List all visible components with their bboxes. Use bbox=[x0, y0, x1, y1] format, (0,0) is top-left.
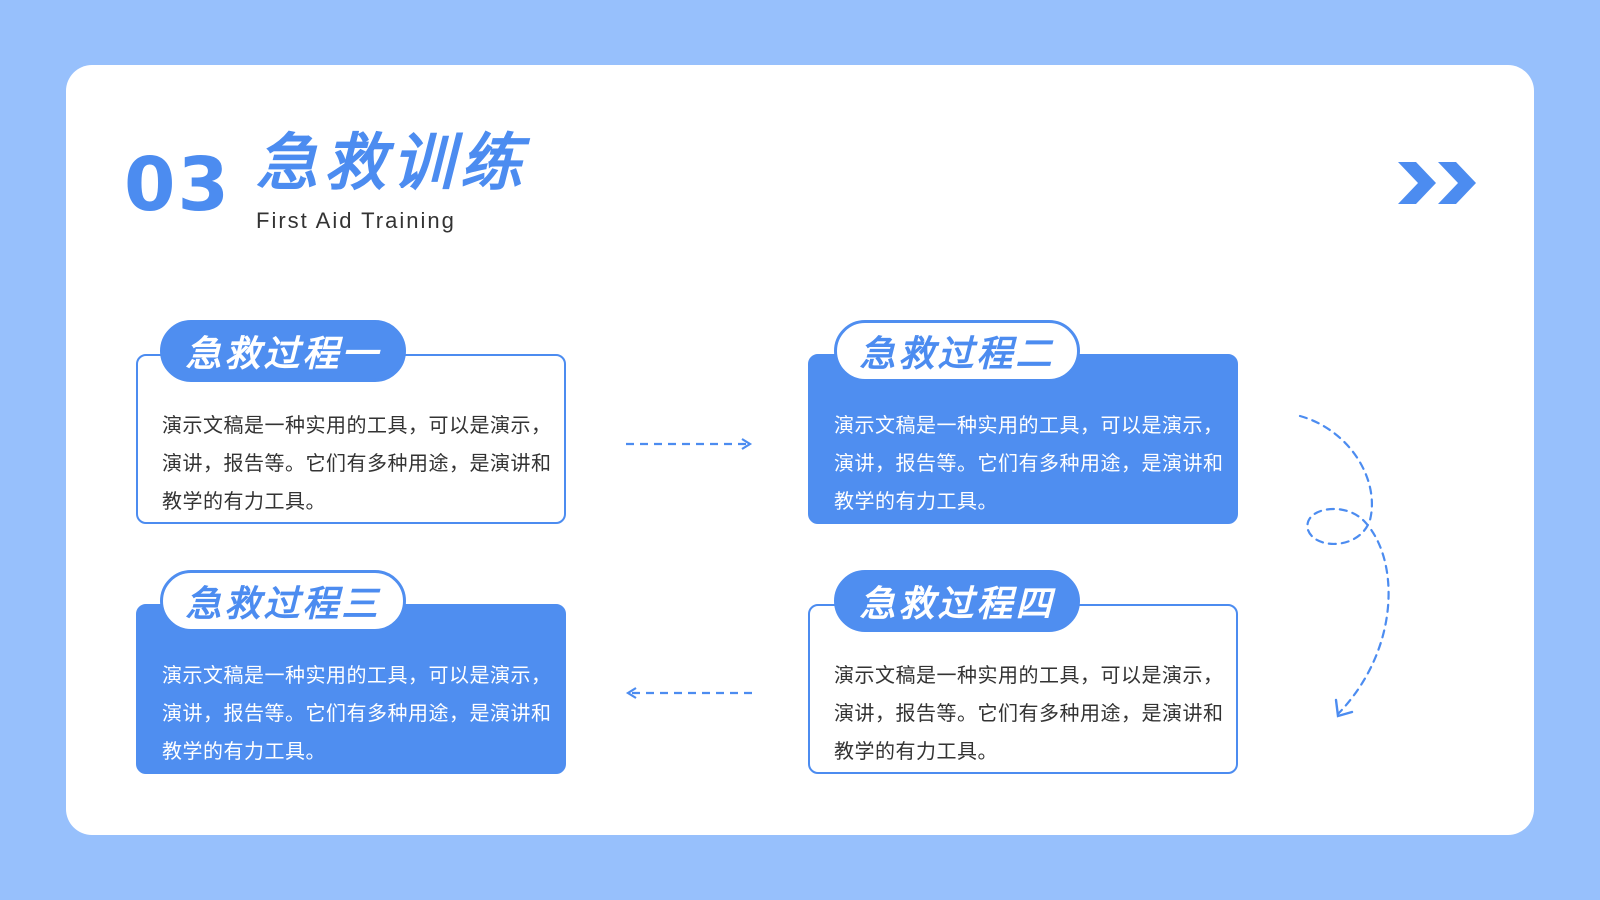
step-1-card: 演示文稿是一种实用的工具，可以是演示，演讲，报告等。它们有多种用途，是演讲和教学… bbox=[136, 354, 566, 524]
page-title: 急救训练 bbox=[256, 126, 529, 199]
step-3-label: 急救过程三 bbox=[160, 570, 406, 632]
step-3-text: 演示文稿是一种实用的工具，可以是演示，演讲，报告等。它们有多种用途，是演讲和教学… bbox=[162, 663, 552, 763]
step-2-card: 演示文稿是一种实用的工具，可以是演示，演讲，报告等。它们有多种用途，是演讲和教学… bbox=[808, 354, 1238, 524]
step-2-text: 演示文稿是一种实用的工具，可以是演示，演讲，报告等。它们有多种用途，是演讲和教学… bbox=[834, 413, 1224, 513]
step-3-card: 演示文稿是一种实用的工具，可以是演示，演讲，报告等。它们有多种用途，是演讲和教学… bbox=[136, 604, 566, 774]
section-number: 03 bbox=[124, 142, 231, 228]
step-4-card: 演示文稿是一种实用的工具，可以是演示，演讲，报告等。它们有多种用途，是演讲和教学… bbox=[808, 604, 1238, 774]
step-4-text: 演示文稿是一种实用的工具，可以是演示，演讲，报告等。它们有多种用途，是演讲和教学… bbox=[834, 663, 1224, 763]
double-chevron-right-icon bbox=[1398, 162, 1476, 204]
dashed-arrow-right-icon bbox=[626, 438, 753, 450]
page-subtitle: First Aid Training bbox=[256, 208, 456, 233]
dashed-loop-arrow-icon bbox=[1298, 414, 1390, 718]
dashed-arrow-left-icon bbox=[625, 687, 752, 699]
step-1-text: 演示文稿是一种实用的工具，可以是演示，演讲，报告等。它们有多种用途，是演讲和教学… bbox=[162, 413, 552, 513]
step-2-label: 急救过程二 bbox=[834, 320, 1080, 382]
step-4-label: 急救过程四 bbox=[834, 570, 1080, 632]
step-1-label: 急救过程一 bbox=[160, 320, 406, 382]
